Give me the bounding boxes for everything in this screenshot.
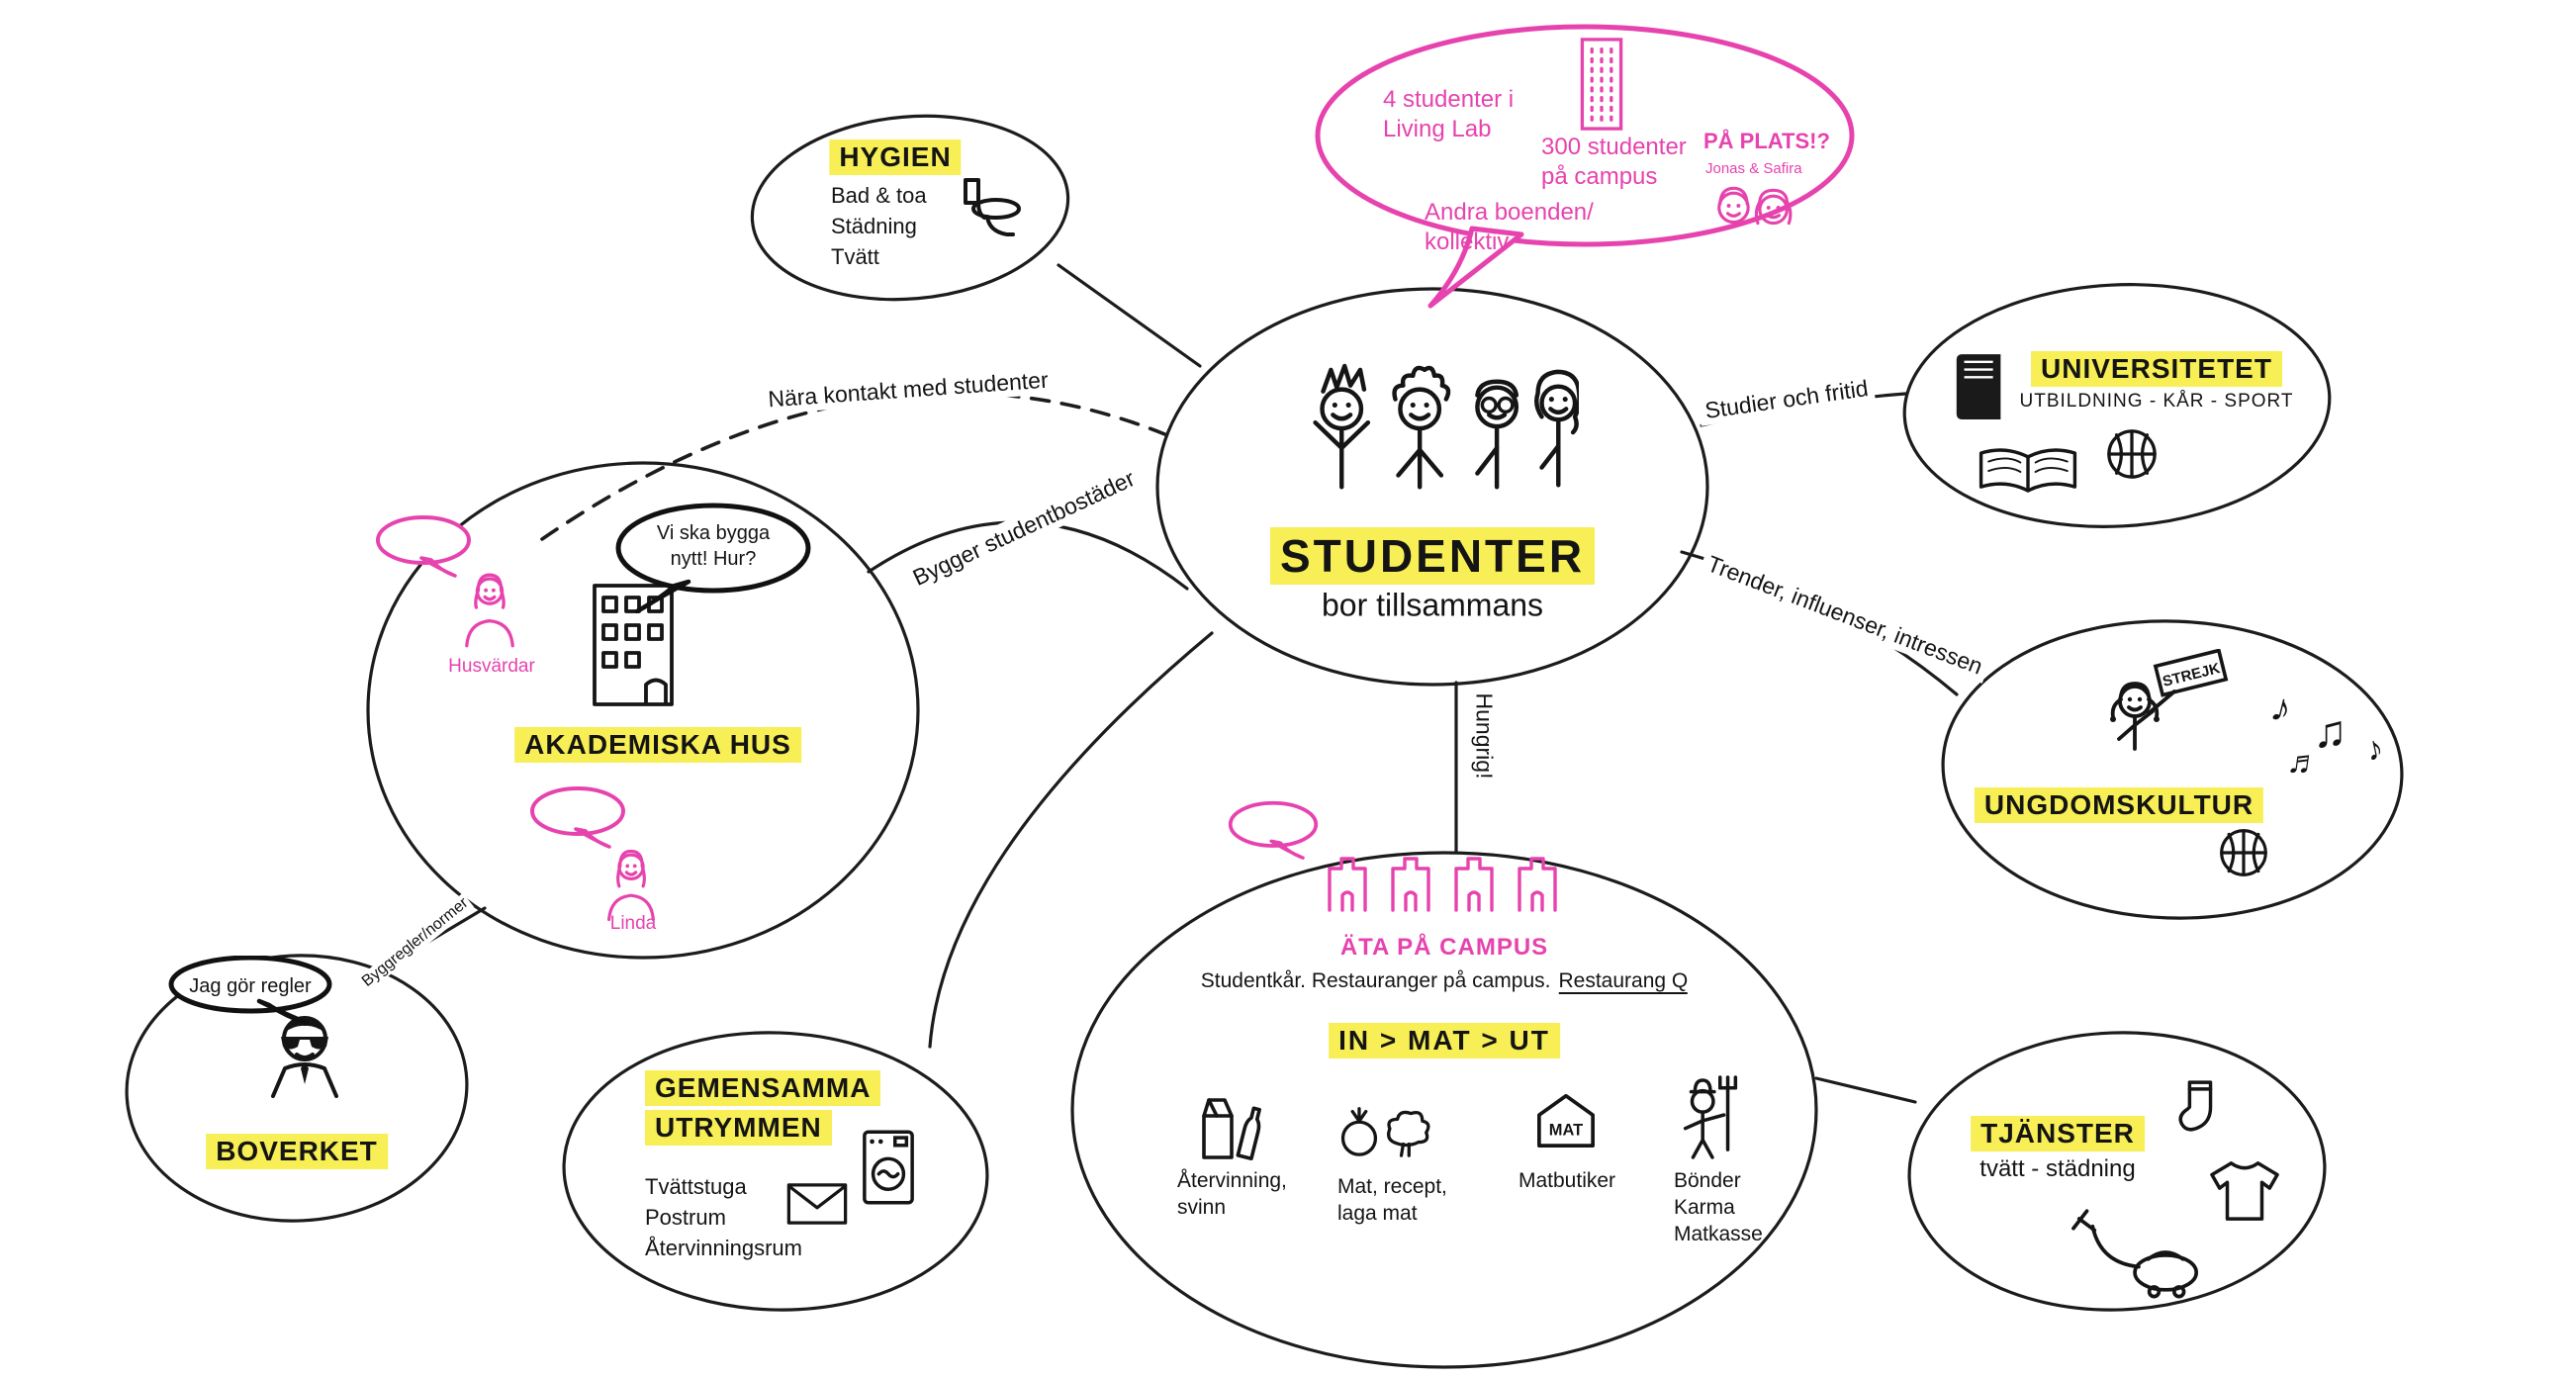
studenter-title: STUDENTER [1269,527,1596,585]
akademiska-ellipse [366,461,920,960]
restaurang-q-link[interactable]: Restaurang Q [1558,969,1689,994]
ata-ellipse [1070,851,1818,1369]
ata-title: ÄTA PÅ CAMPUS [1339,934,1549,961]
boverket-bubble-text: Jag gör regler [189,975,312,998]
music-note-icon: ♬ [2284,741,2324,784]
linda-person-icon [607,849,655,922]
ungdomskultur-title: UNGDOMSKULTUR [1974,787,2264,823]
ata-flow: IN > MAT > UT [1329,1023,1560,1058]
ata-column-label: Mat, recept, laga mat [1337,1175,1447,1225]
farmer-icon [1683,1075,1738,1159]
ata-column-label: Matbutiker [1518,1169,1616,1192]
pink-buildings-icon [1328,857,1557,912]
linda-label: Linda [609,913,657,934]
strejk-person-icon: STREJK [2110,649,2229,751]
tjanster-subtitle: tvätt - städning [1979,1155,2136,1182]
universitetet-ellipse [1902,283,2332,528]
vegetables-icon [1340,1107,1430,1157]
building-icon [593,584,674,706]
hygien-item: Tvätt [831,244,879,269]
closed-book-icon [1956,354,2001,419]
connector-hygien-studenter [1057,263,1202,368]
students-icon [1313,363,1579,490]
connector-gemensamma [928,631,1214,1049]
ungdomskultur-ellipse [1941,619,2404,920]
bubble-building-icon [1580,38,1623,131]
campus-count-text: 300 studenter på campus [1541,134,1687,190]
sock-icon [2178,1080,2213,1132]
husvardar-label: Husvärdar [448,656,535,677]
pa-plats-text: PÅ PLATS!? [1703,129,1830,153]
hygien-item: Bad & toa [831,183,927,208]
ata-column-label: Bönder Karma Matkasse [1674,1169,1763,1245]
gemensamma-item: Återvinningsrum [645,1236,802,1260]
mat-house-text: MAT [1549,1121,1583,1139]
hygien-title: HYGIEN [829,139,962,175]
connector-ata-tjanster [1814,1076,1917,1104]
universitetet-subtitle: UTBILDNING - KÅR - SPORT [2019,391,2294,412]
gemensamma-item: Tvättstuga [645,1174,747,1199]
tjanster-title: TJÄNSTER [1971,1116,2145,1151]
universitetet-title: UNIVERSITETET [2031,351,2282,387]
hygien-items: Bad & toa Städning Tvätt [831,180,927,272]
carton-bottle-icon [1202,1098,1261,1161]
basketball-icon [2220,829,2267,876]
speech-bubble-bygga: Vi ska bygga nytt! Hur? [613,503,813,613]
hygien-item: Städning [831,214,917,238]
tshirt-icon [2210,1161,2279,1221]
ata-subtitle: Studentkår. Restauranger på campus.Resta… [1200,969,1689,994]
hygien-ellipse [750,114,1070,302]
thought-bubble [1306,15,1860,322]
vacuum-icon [2071,1209,2199,1299]
gemensamma-title: GEMENSAMMA UTRYMMEN [645,1070,881,1146]
washing-machine-icon [863,1130,914,1205]
speech-bubble-linda [528,785,627,849]
toilet-icon [964,178,1021,236]
speech-bubble-husvardar [374,514,473,578]
akademiska-title: AKADEMISKA HUS [514,727,801,763]
bubble-heads-icon [1717,186,1793,226]
andra-boenden-text: Andra boenden/ kollektiv [1425,199,1594,255]
tjanster-ellipse [1907,1031,2327,1312]
music-note-icon: ♫ [2313,705,2347,757]
boverket-title: BOVERKET [206,1134,388,1169]
envelope-icon [786,1183,848,1225]
open-book-icon [1978,448,2077,493]
pa-plats-subtext: Jonas & Safira [1705,160,1802,177]
edge-label-hungrig: Hungrig! [1469,687,1499,785]
husvardar-person-icon [465,573,514,648]
studenter-ellipse [1155,287,1709,687]
bygga-bubble-text: Vi ska bygga nytt! Hur? [656,521,771,570]
basketball-icon [2107,429,2157,479]
gemensamma-ellipse [562,1031,989,1312]
studenter-subtitle: bor tillsammans [1321,587,1544,623]
ata-column-label: Återvinning, svinn [1177,1169,1287,1219]
speech-bubble-ata [1227,799,1320,861]
boverket-person-icon [271,1016,338,1098]
gemensamma-items: Tvättstuga Postrum Återvinningsrum [645,1171,802,1263]
mat-house-icon: MAT [1537,1093,1595,1148]
thought-bubble-outline [1315,24,1855,309]
gemensamma-item: Postrum [645,1205,726,1230]
living-lab-text: 4 studenter i Living Lab [1383,86,1515,142]
speech-bubble-boverket: Jag gör regler [166,956,334,1025]
boverket-ellipse [125,954,469,1223]
